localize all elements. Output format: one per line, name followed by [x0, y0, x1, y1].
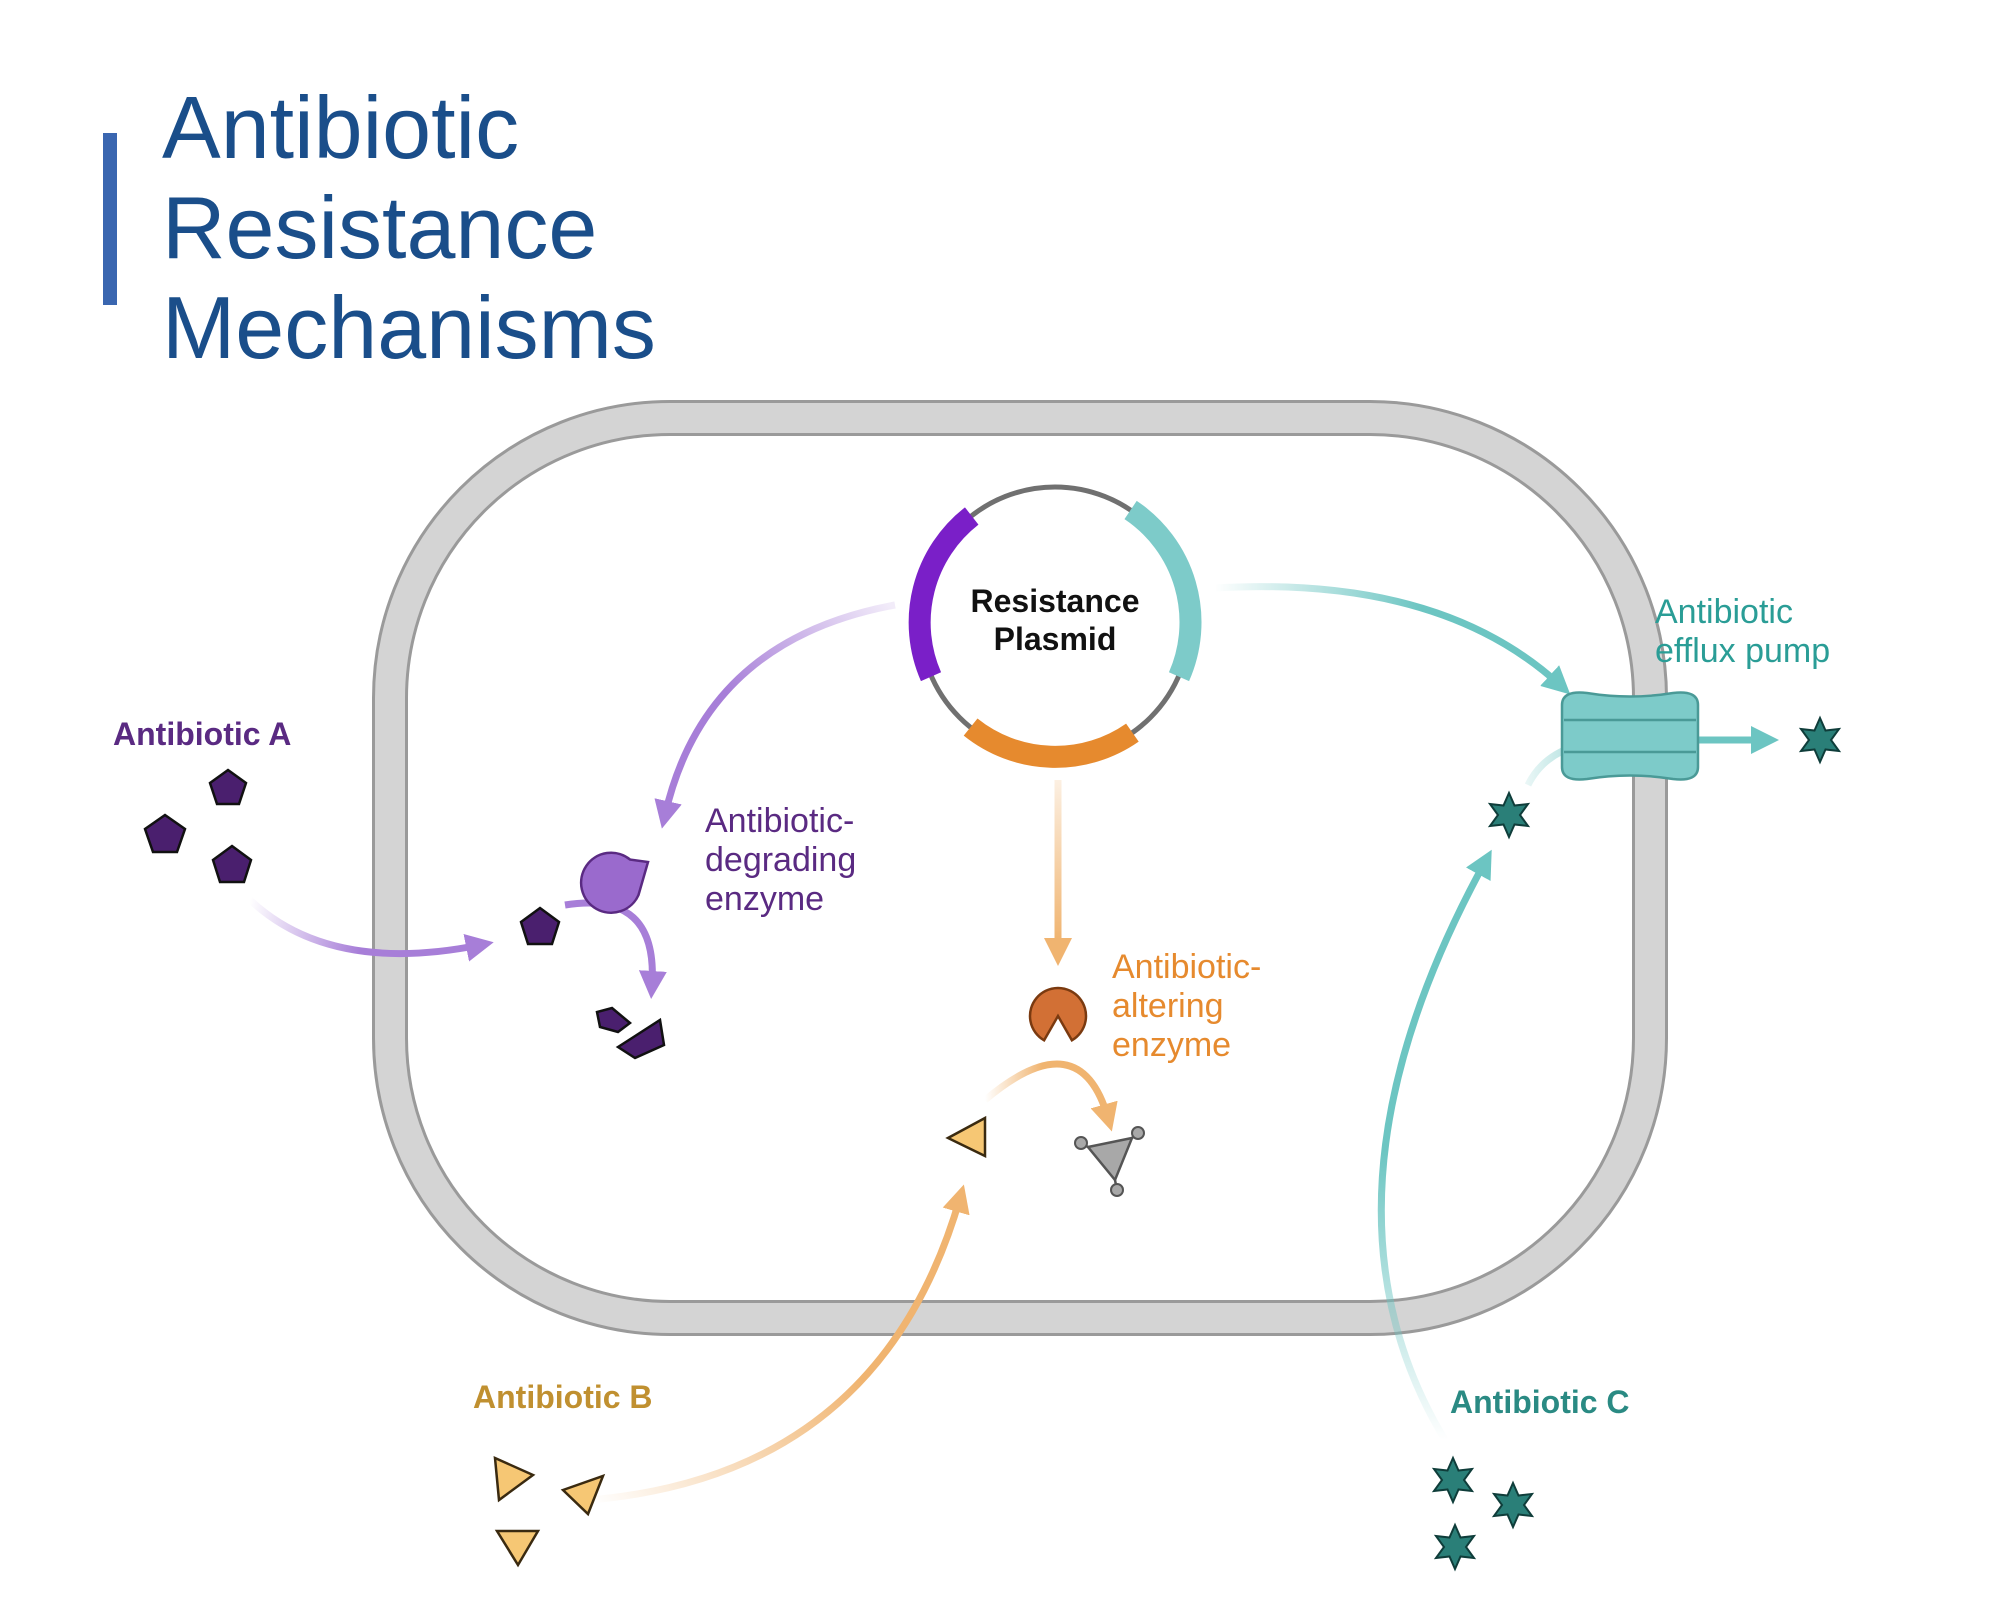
- resistance-plasmid: Resistance Plasmid: [908, 484, 1202, 768]
- antibiotic-b-label: Antibiotic B: [473, 1379, 653, 1415]
- arrow-antibiotic-a-entry: [247, 897, 494, 962]
- title-line-3: Mechanisms: [162, 278, 656, 377]
- antibiotic-b-molecules: [493, 1115, 987, 1568]
- arrows: [247, 583, 1779, 1504]
- altering-enzyme-label: Antibiotic- altering enzyme: [1112, 948, 1261, 1064]
- degrading-enzyme-line-3: enzyme: [705, 880, 824, 918]
- cell-membrane: [372, 400, 1668, 1336]
- efflux-pump-line-1: Antibiotic: [1655, 593, 1793, 631]
- plasmid-gene-teal: [1124, 500, 1202, 682]
- plasmid-label-line-1: Resistance: [971, 583, 1140, 619]
- antibiotic-c-label: Antibiotic C: [1450, 1384, 1630, 1420]
- plasmid-label-line-2: Plasmid: [994, 621, 1117, 657]
- antibiotic-c-molecules: [1431, 715, 1842, 1572]
- arrow-antibiotic-c-entry: [1377, 849, 1492, 1442]
- plasmid-gene-orange: [963, 718, 1139, 768]
- efflux-pump-line-2: efflux pump: [1655, 632, 1830, 670]
- plasmid-gene-purple: [908, 507, 979, 682]
- degrading-enzyme-shape: [579, 851, 650, 914]
- arrow-antibiotic-b-entry: [589, 1184, 970, 1504]
- page-title: Antibiotic Resistance Mechanisms: [162, 78, 656, 378]
- altered-antibiotic-b: [1074, 1126, 1145, 1197]
- arrow-alteration: [982, 1060, 1118, 1132]
- title-line-1: Antibiotic: [162, 78, 520, 177]
- arrow-plasmid-to-efflux-pump: [1214, 583, 1571, 695]
- efflux-pump: [1560, 691, 1700, 781]
- degrading-enzyme-line-1: Antibiotic-: [705, 802, 854, 840]
- altering-enzyme-line-2: altering: [1112, 987, 1224, 1025]
- altering-enzyme-shape: [1028, 986, 1088, 1043]
- altering-enzyme-line-3: enzyme: [1112, 1026, 1231, 1064]
- altering-enzyme-line-1: Antibiotic-: [1112, 948, 1261, 986]
- title-line-2: Resistance: [162, 178, 598, 277]
- antibiotic-a-label: Antibiotic A: [113, 716, 291, 752]
- degrading-enzyme-line-2: degrading: [705, 841, 856, 879]
- arrow-degradation: [564, 899, 667, 999]
- degrading-enzyme-label: Antibiotic- degrading enzyme: [705, 802, 856, 918]
- antibiotic-a-molecules: [143, 768, 666, 1060]
- efflux-pump-label: Antibiotic efflux pump: [1655, 593, 1830, 670]
- arrow-plasmid-to-degrading-enzyme: [654, 601, 896, 829]
- title-accent-bar: [103, 133, 117, 305]
